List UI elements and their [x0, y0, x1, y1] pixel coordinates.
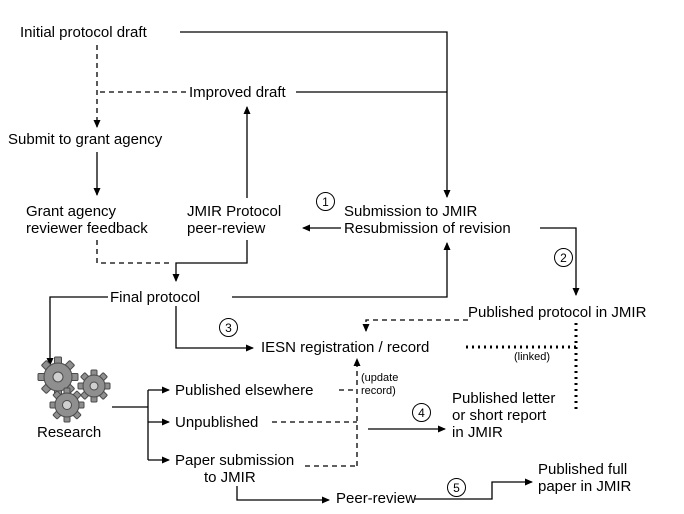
node-jmir-protocol-peer-review: JMIR Protocol peer-review: [187, 203, 281, 237]
arrow-initial-to-submission: [180, 31, 451, 198]
node-line: or short report: [452, 407, 547, 424]
node-submission-to-jmir: Submission to JMIR Resubmission of revis…: [344, 203, 511, 237]
step-4-badge: 4: [412, 403, 431, 422]
node-line: peer-review: [187, 220, 266, 237]
node-research: Research: [37, 424, 102, 441]
node-line: paper in JMIR: [538, 478, 632, 495]
gears-icon: [37, 356, 111, 423]
note-linked: (linked): [514, 351, 551, 363]
arrow-final-to-research: [46, 296, 108, 366]
node-paper-submission-to-jmir: Paper submission to JMIR: [175, 452, 294, 486]
node-published-protocol-in-jmir: Published protocol in JMIR: [468, 304, 647, 321]
note-line: (update: [361, 372, 399, 384]
node-line: Resubmission of revision: [344, 220, 511, 237]
node-line: JMIR Protocol: [187, 203, 282, 220]
step-1-badge: 1: [316, 192, 335, 211]
note-update-record: (update record): [361, 372, 398, 398]
arrow-submission-to-published-protocol: [540, 227, 580, 296]
node-published-elsewhere: Published elsewhere: [175, 382, 314, 399]
node-initial-protocol-draft: Initial protocol draft: [20, 24, 147, 41]
step-3-badge: 3: [219, 318, 238, 337]
node-line: Grant agency: [26, 203, 117, 220]
arrow-final-to-submission: [232, 242, 451, 298]
arrow-final-to-iesn: [175, 306, 254, 352]
step-2-badge: 2: [554, 248, 573, 267]
arrow-paper-to-peer-review: [236, 486, 330, 504]
node-published-full-paper: Published full paper in JMIR: [538, 461, 631, 495]
dashed-published-protocol-to-iesn: [362, 319, 468, 332]
arrow-peer-review-to-full-paper: [415, 478, 533, 500]
arrow-review-to-final: [172, 240, 248, 282]
node-grant-agency-feedback: Grant agency reviewer feedback: [26, 203, 148, 237]
node-published-letter-short-report: Published letter or short report in JMIR: [452, 390, 555, 441]
node-line: Submission to JMIR: [344, 203, 478, 220]
node-line: Published full: [538, 461, 628, 478]
node-line: Paper submission: [175, 452, 295, 469]
note-line: record): [361, 385, 396, 397]
node-line: Published letter: [452, 390, 556, 407]
node-final-protocol: Final protocol: [110, 289, 201, 306]
step-5-badge: 5: [447, 478, 466, 497]
node-line: reviewer feedback: [26, 220, 148, 237]
node-line: to JMIR: [204, 469, 256, 486]
node-improved-draft: Improved draft: [189, 84, 286, 101]
node-line: in JMIR: [452, 424, 503, 441]
dashed-feedback-to-final: [96, 240, 171, 264]
dotted-linked-record-to-published-protocol: [466, 320, 578, 349]
node-submit-to-grant-agency: Submit to grant agency: [8, 131, 163, 148]
node-peer-review: Peer-review: [336, 490, 417, 507]
node-unpublished: Unpublished: [175, 414, 259, 431]
node-iesn-registration-record: IESN registration / record: [261, 339, 430, 356]
